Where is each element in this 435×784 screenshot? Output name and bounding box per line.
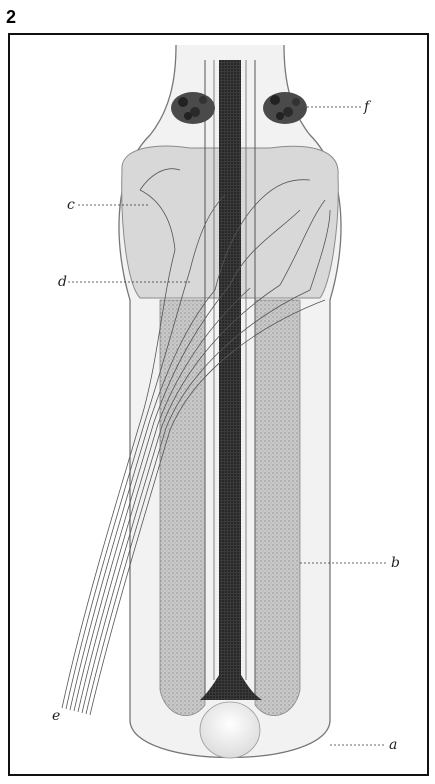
gland-cluster-left xyxy=(171,92,215,124)
label-a: a xyxy=(389,737,397,753)
label-f: f xyxy=(363,99,372,115)
hair-shaft xyxy=(219,60,241,675)
label-e: e xyxy=(52,708,60,724)
label-d: d xyxy=(58,274,67,290)
dermal-papilla xyxy=(200,702,260,758)
root-sheath xyxy=(160,300,205,716)
label-c: c xyxy=(67,197,75,213)
label-b: b xyxy=(391,555,400,571)
gland-cluster-right xyxy=(263,92,307,124)
